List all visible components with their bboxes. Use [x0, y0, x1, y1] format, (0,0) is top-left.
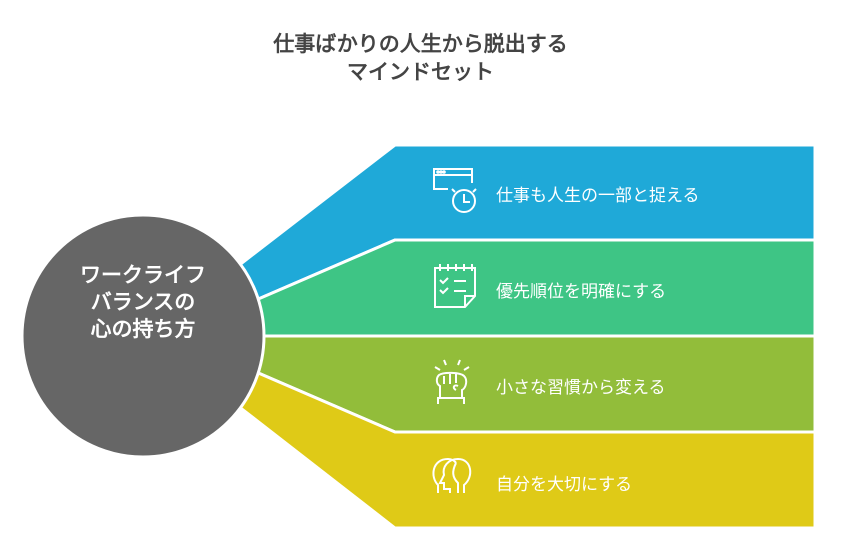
title-line-1: 仕事ばかりの人生から脱出する [273, 32, 568, 56]
calendar-clock-icon [433, 168, 477, 213]
item-label-4: 自分を大切にする [496, 475, 633, 495]
center-line-2: バランスの [90, 290, 196, 314]
center-circle [20, 213, 266, 459]
checklist-icon [434, 264, 476, 308]
item-label-2: 優先順位を明確にする [496, 282, 667, 302]
center-label: ワークライフ バランスの 心の持ち方 [23, 262, 263, 343]
center-line-1: ワークライフ [80, 263, 206, 287]
title-line-2: マインドセット [347, 60, 494, 84]
item-label-3: 小さな習慣から変える [496, 378, 666, 398]
item-label-1: 仕事も人生の一部と捉える [496, 186, 700, 206]
fist-icon [434, 359, 470, 404]
heads-icon [432, 457, 472, 493]
center-line-3: 心の持ち方 [90, 317, 196, 341]
